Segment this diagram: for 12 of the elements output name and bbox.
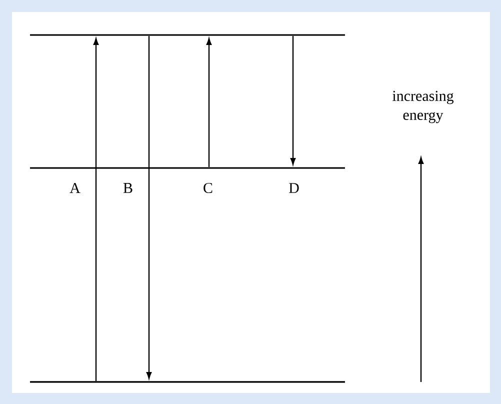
energy-level-line <box>30 34 345 36</box>
edge-label: D <box>288 182 300 194</box>
arrow <box>146 36 152 379</box>
arrow <box>290 36 296 165</box>
edge-label: C <box>202 182 214 194</box>
axis-label: increasing energy <box>392 90 454 124</box>
energy-level-line <box>30 381 345 383</box>
energy-level-line <box>30 167 345 169</box>
edge-label: B <box>122 182 134 194</box>
arrow <box>93 38 99 381</box>
arrow <box>206 38 212 167</box>
edge-label: A <box>68 182 82 194</box>
